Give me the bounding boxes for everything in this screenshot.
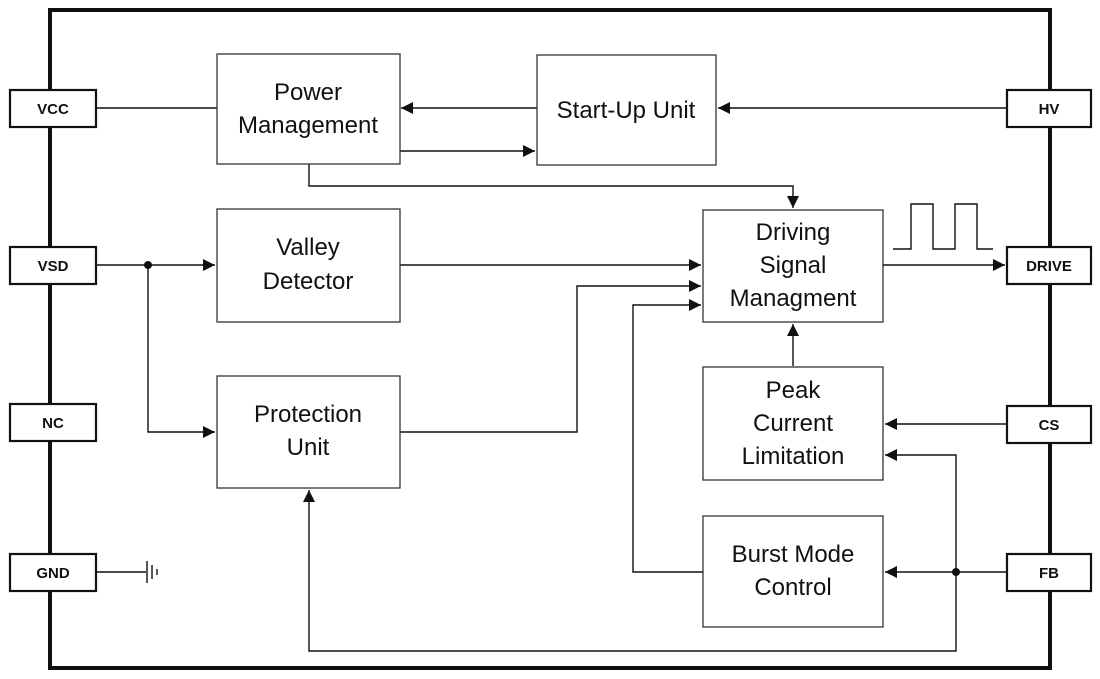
pulse-waveform — [893, 203, 993, 250]
protection-unit-line-2: Unit — [287, 434, 330, 461]
wire-burst-driving — [632, 299, 703, 573]
peak-current-line-3: Limitation — [742, 443, 845, 470]
start-up-unit-block: Start-Up Unit — [536, 54, 717, 166]
wire-vsd-protection — [147, 265, 215, 438]
pin-cs: CS — [1005, 404, 1093, 445]
peak-current-line-2: Current — [753, 410, 833, 437]
power-management-block: Power Management — [216, 53, 401, 165]
wire-protection-driving — [400, 280, 701, 433]
connections — [96, 102, 1007, 652]
power-management-line-1: Power — [274, 79, 342, 106]
valley-detector-block: Valley Detector — [216, 208, 401, 323]
wire-fb-protection — [303, 490, 957, 652]
pin-vcc-label: VCC — [37, 101, 69, 118]
peak-current-line-1: Peak — [766, 377, 822, 404]
driving-signal-line-2: Signal — [760, 252, 827, 279]
pin-gnd-label: GND — [36, 565, 70, 582]
pin-cs-label: CS — [1039, 417, 1060, 434]
pin-fb: FB — [1005, 552, 1093, 593]
driving-signal-line-1: Driving — [756, 219, 831, 246]
junction-vsd — [144, 261, 152, 269]
start-up-unit-label: Start-Up Unit — [557, 97, 696, 124]
pin-fb-label: FB — [1039, 565, 1059, 582]
pin-vcc: VCC — [8, 88, 98, 129]
pin-drive-label: DRIVE — [1026, 258, 1072, 275]
chip-outline — [48, 8, 1052, 670]
valley-detector-line-2: Detector — [263, 268, 354, 295]
protection-unit-block: Protection Unit — [216, 375, 401, 489]
power-management-line-2: Management — [238, 112, 378, 139]
driving-signal-management-block: Driving Signal Managment — [702, 209, 884, 323]
pin-nc-label: NC — [42, 415, 64, 432]
pin-vsd-label: VSD — [38, 258, 69, 275]
pin-drive: DRIVE — [1005, 245, 1093, 286]
wire-power-driving — [308, 163, 799, 208]
peak-current-limitation-block: Peak Current Limitation — [702, 366, 884, 481]
protection-unit-line-1: Protection — [254, 401, 362, 428]
driving-signal-line-3: Managment — [730, 285, 857, 312]
pin-hv-label: HV — [1039, 101, 1060, 118]
ground-icon — [146, 561, 158, 583]
pin-nc: NC — [8, 402, 98, 443]
valley-detector-line-1: Valley — [276, 234, 340, 261]
pin-vsd: VSD — [8, 245, 98, 286]
pin-hv: HV — [1005, 88, 1093, 129]
pin-gnd: GND — [8, 552, 98, 593]
burst-mode-line-1: Burst Mode — [732, 541, 855, 568]
burst-mode-control-block: Burst Mode Control — [702, 515, 884, 628]
junction-fb — [952, 568, 960, 576]
wire-fb-peak — [885, 449, 957, 572]
burst-mode-line-2: Control — [754, 574, 831, 601]
